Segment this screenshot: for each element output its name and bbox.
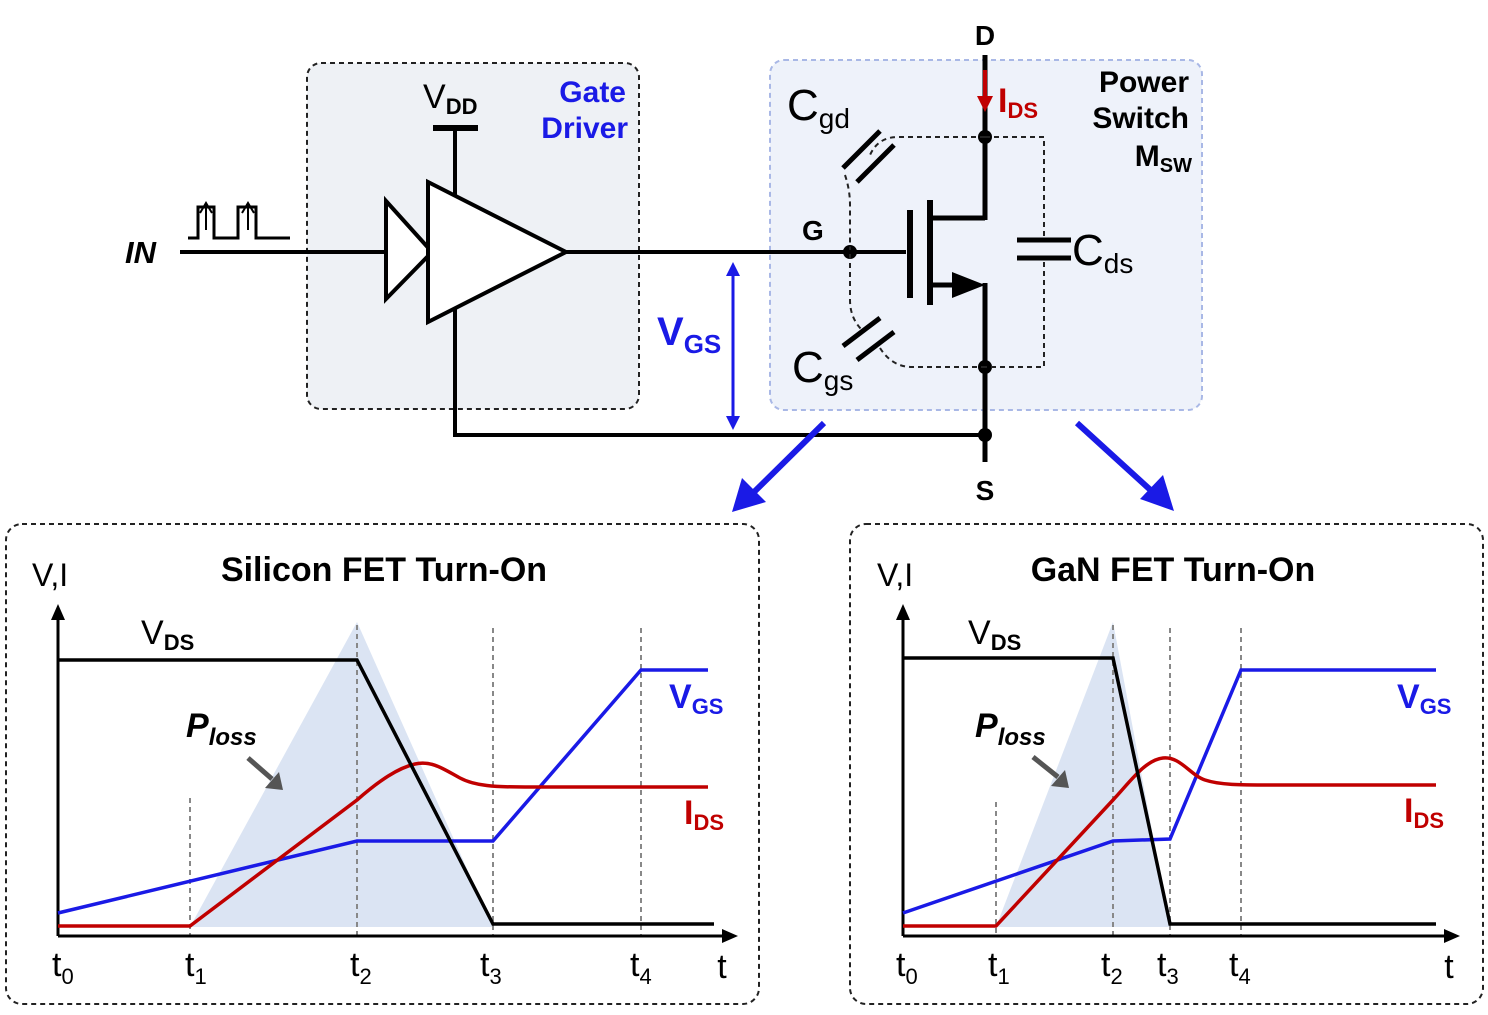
vdd-label: VDD — [423, 78, 477, 119]
cds-label: Cds — [1072, 226, 1133, 279]
source-arrow-icon — [952, 272, 985, 298]
silicon-x-axis-arrow — [722, 929, 738, 943]
silicon-tick-label: t4 — [630, 946, 652, 989]
silicon-y-axis-arrow — [51, 604, 65, 620]
silicon-vds-label: VDS — [141, 614, 194, 655]
gan-ploss-label: Ploss — [975, 707, 1046, 751]
gan-tick-guides — [995, 625, 1242, 935]
gan-ploss-area — [996, 622, 1170, 927]
silicon-ploss-label: Ploss — [186, 707, 257, 751]
cds-path — [985, 136, 1045, 236]
input-pulse-icon — [188, 205, 290, 240]
vgs-label: VGS — [657, 310, 721, 359]
cgd-path-lower — [844, 174, 851, 250]
cgs-capacitor-plate2 — [855, 330, 896, 362]
gan-x-axis-arrow — [1444, 929, 1460, 943]
gan-tick-labels: t0 t1 t2 t3 t4 — [896, 946, 1251, 989]
gan-tick-label: t2 — [1101, 946, 1123, 989]
cgd-label: Cgd — [787, 81, 850, 134]
arrow-to-silicon — [747, 420, 827, 499]
gan-y-label: V,I — [877, 557, 913, 593]
gan-x-label: t — [1444, 948, 1454, 986]
silicon-ploss-area — [190, 622, 493, 927]
vgs-arrow-head-bottom — [726, 416, 740, 430]
silicon-ploss-arrow — [246, 756, 274, 781]
gan-tick-label: t4 — [1229, 946, 1251, 989]
ids-arrow-head — [977, 96, 993, 112]
gan-tick-label: t3 — [1157, 946, 1179, 989]
driver-buffer — [426, 178, 571, 326]
arrow-to-silicon-head — [732, 478, 766, 512]
silicon-vgs-line — [57, 668, 708, 915]
gan-chart-title: GaN FET Turn-On — [1031, 551, 1316, 589]
silicon-tick-label: t3 — [480, 946, 502, 989]
gan-vds-label: VDS — [968, 614, 1021, 655]
vgs-arrow-head-top — [726, 262, 740, 276]
silicon-vgs-label: VGS — [669, 678, 723, 719]
gan-vgs-label: VGS — [1397, 678, 1451, 719]
cgs-path-lower — [879, 347, 985, 368]
gan-vds-line — [903, 656, 1436, 926]
pre-driver-buffer — [384, 195, 435, 304]
circuit: IN VDD Gate Driver Power Switch MSW D S … — [125, 20, 1203, 512]
silicon-tick-label: t1 — [185, 946, 207, 989]
gan-chart: GaN FET Turn-On V,I t VDS VGS IDS Ploss … — [849, 523, 1484, 1005]
silicon-tick-labels: t0 t1 t2 t3 t4 — [52, 946, 652, 989]
silicon-ids-label: IDS — [684, 794, 724, 835]
ids-label: IDS — [998, 82, 1038, 123]
cgd-capacitor-icon — [841, 129, 882, 170]
silicon-ploss-arrow-head — [265, 772, 283, 790]
cgd-path — [869, 136, 985, 156]
gan-ids-label: IDS — [1404, 792, 1444, 833]
cgs-label: Cgs — [792, 343, 853, 396]
silicon-tick-label: t2 — [350, 946, 372, 989]
power-switch-label-2: Switch — [1092, 102, 1189, 135]
input-label: IN — [125, 235, 157, 270]
return-node — [978, 428, 992, 442]
source-label: S — [976, 475, 995, 506]
cgd-capacitor-plate2 — [855, 143, 896, 184]
gate-node — [843, 245, 857, 259]
arrow-to-gan — [1074, 420, 1159, 498]
cgs-path — [849, 254, 863, 331]
gan-y-axis-arrow — [896, 604, 910, 620]
cgs-capacitor-icon — [841, 316, 882, 348]
gan-vgs-line — [902, 668, 1436, 915]
silicon-chart-title: Silicon FET Turn-On — [221, 551, 547, 589]
silicon-vds-line — [58, 658, 714, 926]
silicon-tick-guides — [189, 625, 642, 935]
gate-driver-label-1: Gate — [559, 76, 626, 109]
gan-ids-line — [903, 756, 1436, 928]
input-pulse-arrow — [199, 201, 255, 230]
gan-tick-label: t1 — [988, 946, 1010, 989]
arrow-to-gan-head — [1140, 475, 1174, 511]
drain-label: D — [975, 20, 995, 51]
gate-label: G — [802, 215, 824, 246]
silicon-tick-label: t0 — [52, 946, 74, 989]
gan-chart-frame — [849, 523, 1484, 1005]
cds-path-lower — [985, 262, 1045, 368]
gan-tick-label: t0 — [896, 946, 918, 989]
silicon-y-label: V,I — [32, 557, 68, 593]
gan-ploss-arrow — [1031, 755, 1060, 779]
silicon-x-label: t — [717, 948, 727, 986]
power-switch-label-1: Power — [1099, 66, 1189, 99]
silicon-ids-line — [58, 761, 708, 928]
silicon-chart: Silicon FET Turn-On V,I t VDS VGS IDS Pl… — [5, 523, 760, 1005]
gan-ploss-arrow-head — [1051, 770, 1069, 788]
gate-driver-label-2: Driver — [541, 112, 628, 145]
msw-label: MSW — [1135, 140, 1192, 177]
